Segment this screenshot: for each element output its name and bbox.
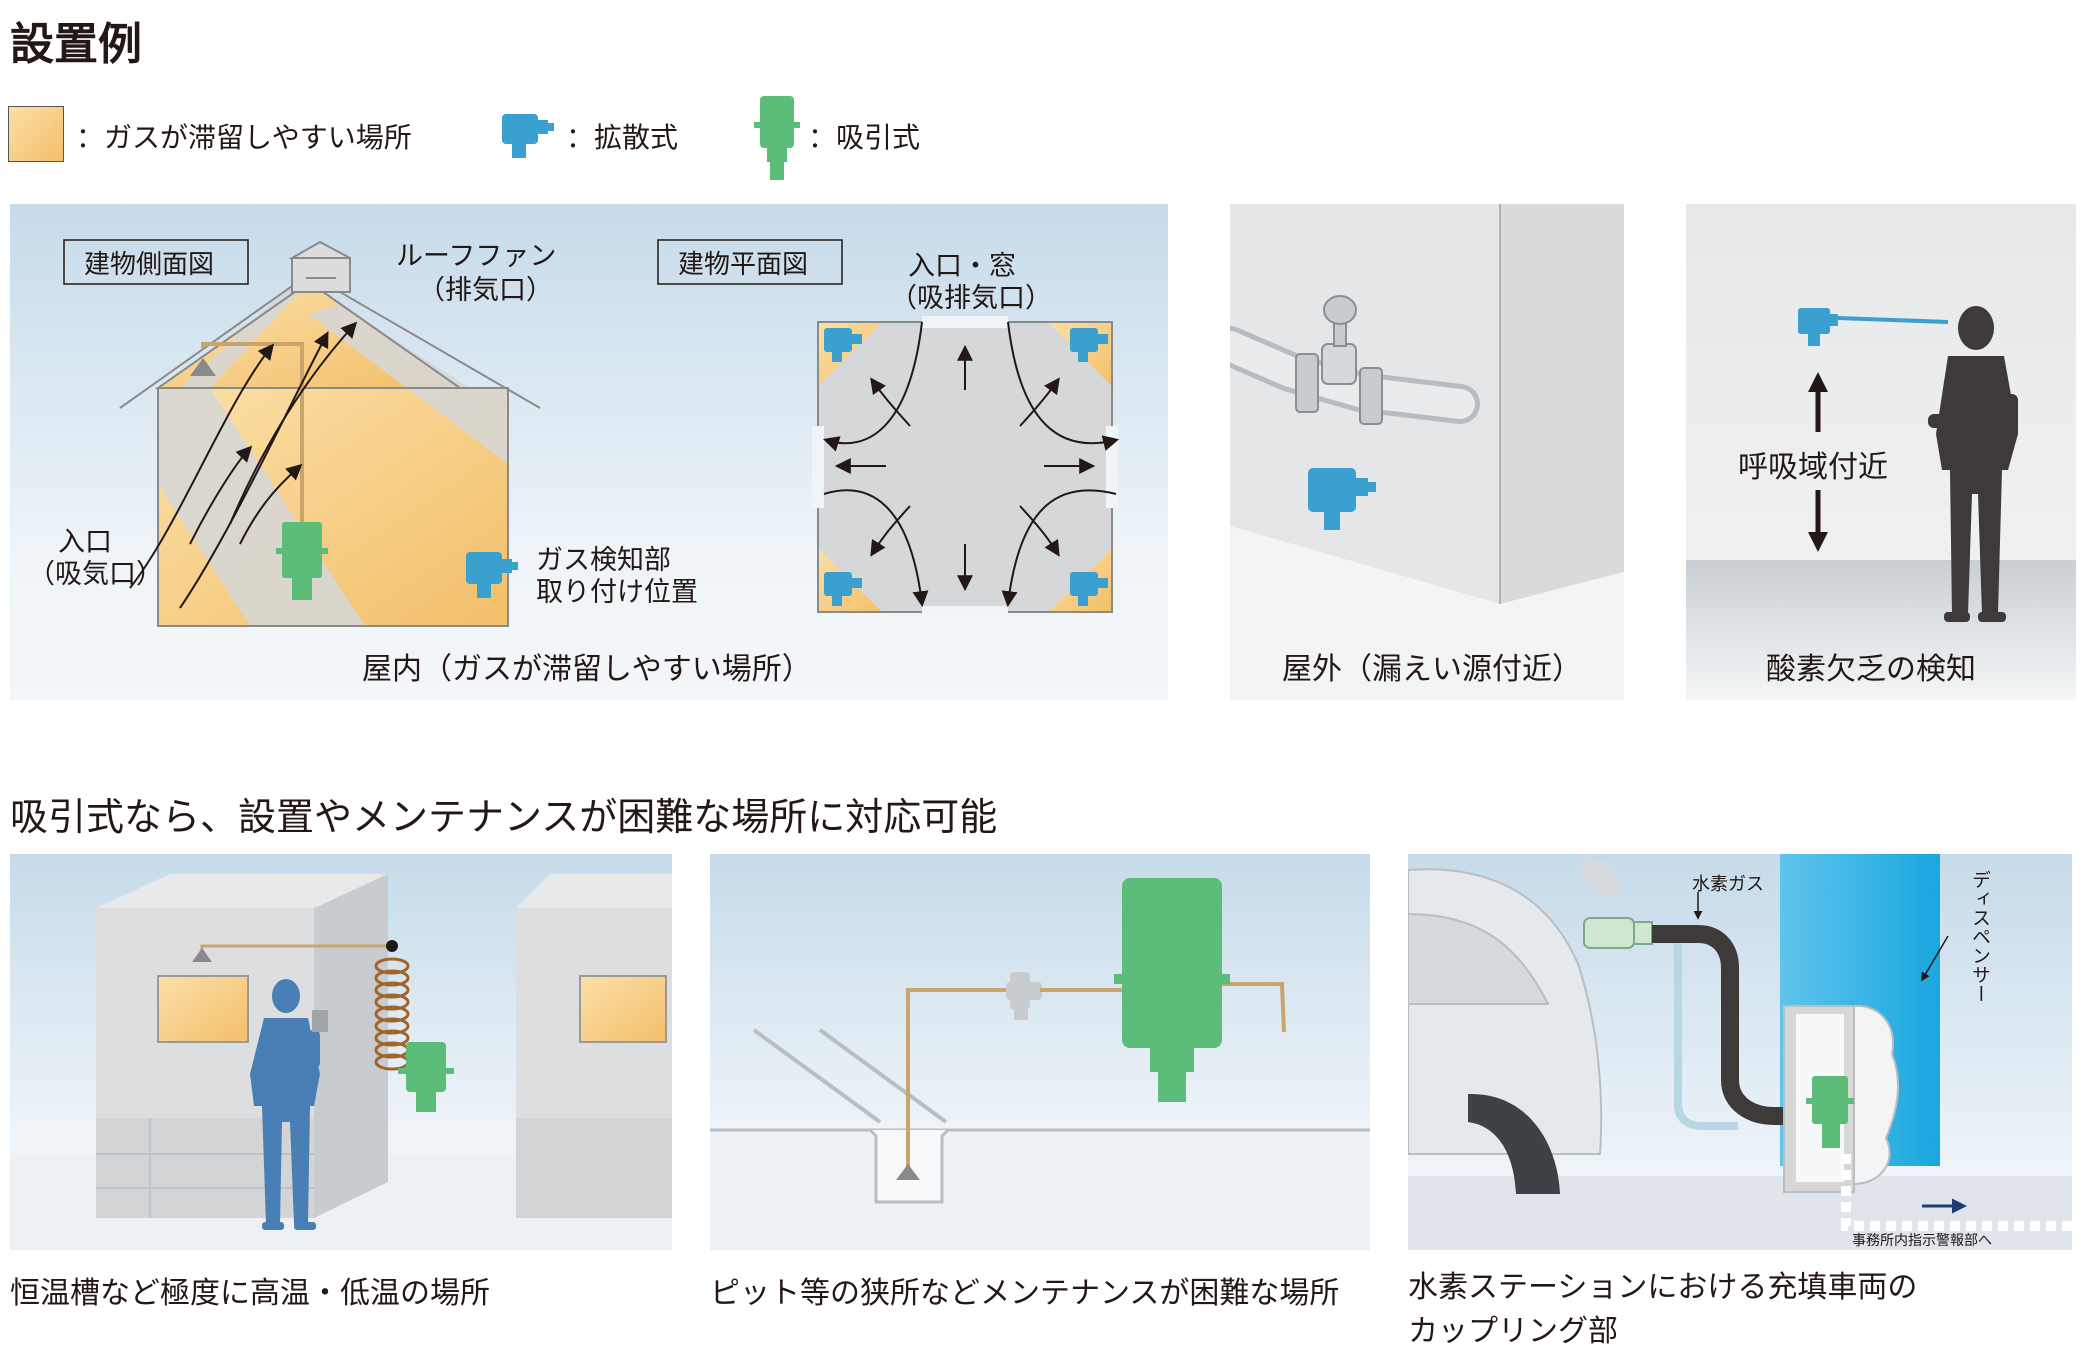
inlet-label: 入口 <box>58 527 112 558</box>
indoor-caption: 屋内（ガスが滞留しやすい場所） <box>362 652 812 687</box>
alarm-route-label: 事務所内指示警報部へ <box>1852 1233 1992 1249</box>
oxygen-caption: 酸素欠乏の検知 <box>1766 652 1976 687</box>
roof-fan-label: ルーフファン <box>396 241 557 272</box>
section-title: 吸引式なら、設置やメンテナンスが困難な場所に対応可能 <box>10 795 998 839</box>
outdoor-caption: 屋外（漏えい源付近） <box>1282 652 1582 687</box>
chamber-panel: 恒温槽など極度に高温・低温の場所 <box>10 854 672 1311</box>
suction-detector-icon <box>754 96 800 180</box>
outdoor-panel: 屋外（漏えい源付近） <box>1230 204 1624 700</box>
pit-caption: ピット等の狭所などメンテナンスが困難な場所 <box>710 1276 1340 1311</box>
hydrogen-gas-label: 水素ガス <box>1692 874 1764 895</box>
dispenser-label: ディスペンサー <box>1969 870 1991 1003</box>
hydrogen-caption-2: カップリング部 <box>1408 1314 1618 1349</box>
legend-diffusion-label: ：拡散式 <box>566 121 679 154</box>
inlet-sub-label: （吸気口） <box>28 559 163 590</box>
legend-gas-zone-label: ：ガスが滞留しやすい場所 <box>76 121 412 154</box>
mount-position-label: ガス検知部 <box>536 545 671 576</box>
plan-view-label: 建物平面図 <box>678 250 809 280</box>
side-view-label: 建物側面図 <box>84 250 215 280</box>
hydrogen-panel: 水素ガス ディスペンサー 事務所内指示警報部へ 水素ステーションにおける充填車両… <box>1408 854 2072 1349</box>
breathing-zone-label: 呼吸域付近 <box>1738 450 1888 485</box>
hydrogen-caption: 水素ステーションにおける充填車両の <box>1408 1270 1918 1305</box>
window-sub-label: （吸排気口） <box>890 283 1052 314</box>
indoor-panel: 建物側面図 建物平面図 ルーフファン （排気口） 入口 （吸気口） ガス検知部 … <box>10 204 1168 700</box>
chamber-caption: 恒温槽など極度に高温・低温の場所 <box>10 1276 490 1311</box>
diffusion-detector-icon <box>502 114 554 158</box>
legend-suction-label: ：吸引式 <box>808 121 921 154</box>
gas-zone-swatch <box>8 106 64 162</box>
roof-fan-sub-label: （排気口） <box>418 275 553 306</box>
oxygen-panel: 呼吸域付近 酸素欠乏の検知 <box>1686 204 2076 700</box>
window-label: 入口・窓 <box>908 251 1016 282</box>
pit-panel: ピット等の狭所などメンテナンスが困難な場所 <box>710 854 1370 1311</box>
page-title: 設置例 <box>10 19 142 70</box>
mount-position-label-2: 取り付け位置 <box>536 577 698 608</box>
